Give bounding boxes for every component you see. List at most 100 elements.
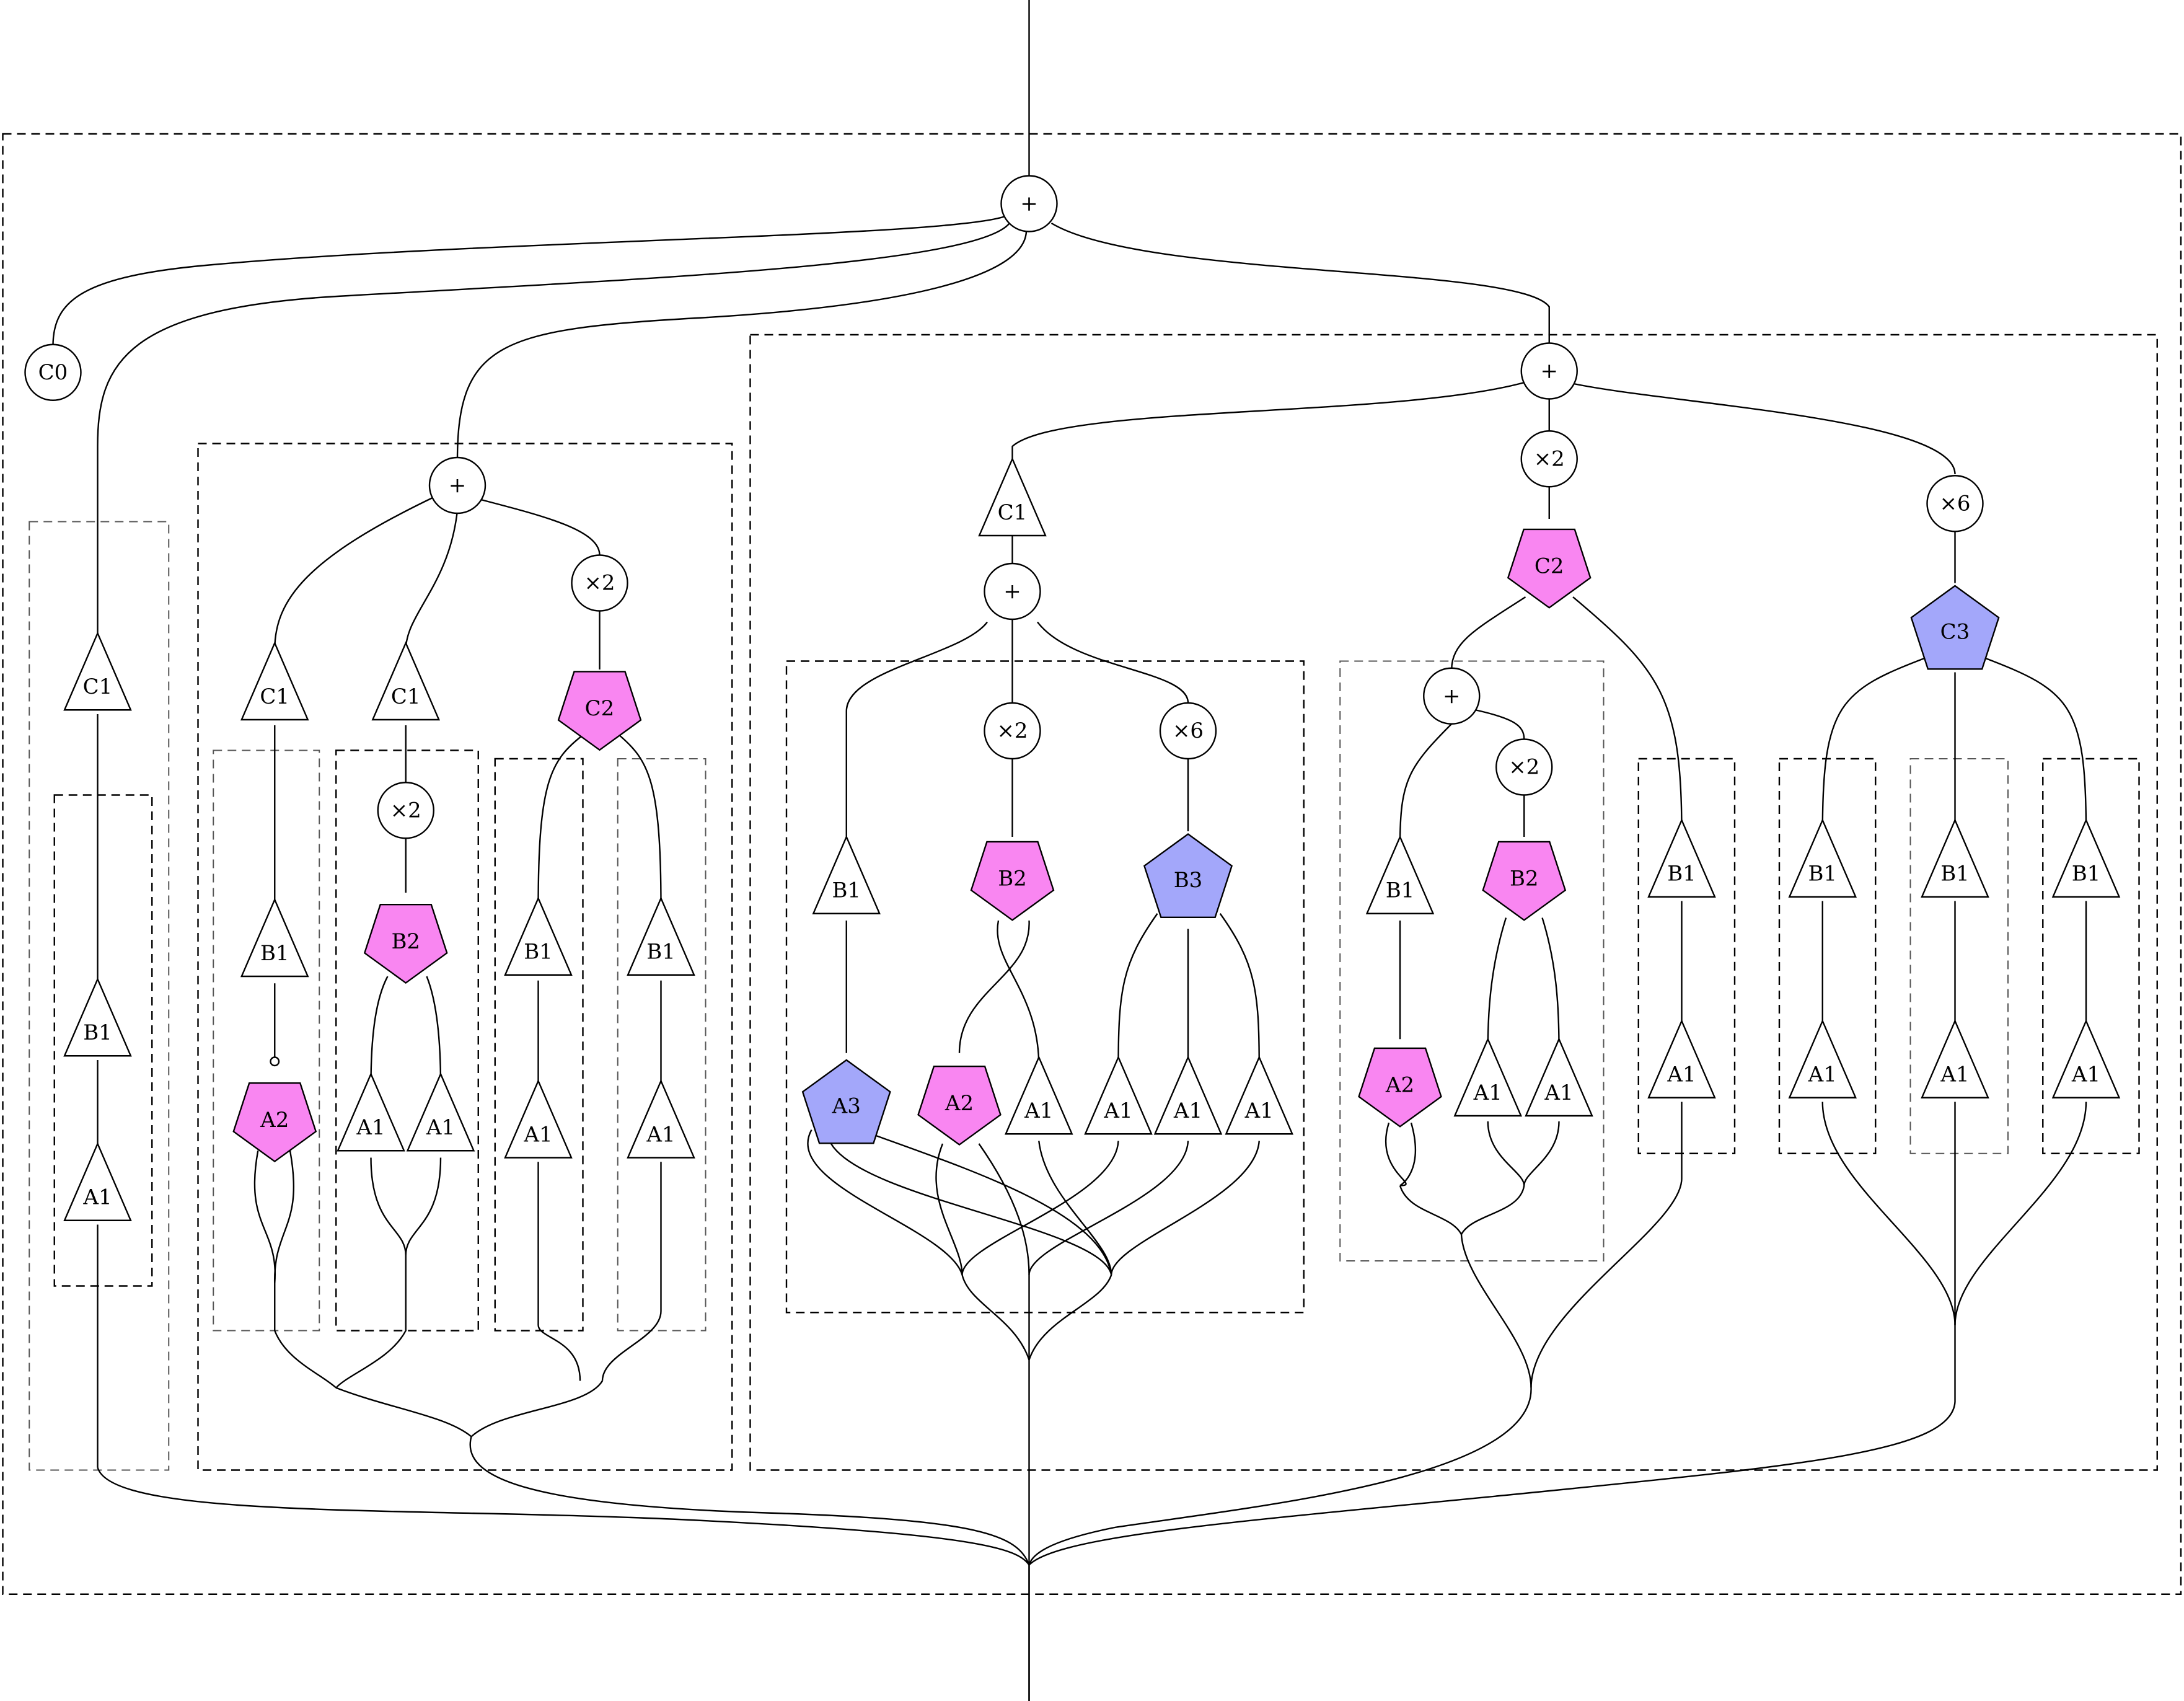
group-box — [1339, 660, 1605, 1261]
node-label: + — [1020, 192, 1038, 216]
wire — [336, 1255, 406, 1388]
node-s3-c1: C1 — [978, 457, 1047, 537]
node-s3-a2a: A2 — [917, 1065, 1002, 1146]
wire — [1052, 223, 1549, 346]
hexagon-shape — [1143, 833, 1233, 919]
node-label: A1 — [1667, 1063, 1696, 1087]
pentagon-shape — [557, 671, 642, 751]
node-label: ×6 — [1939, 491, 1970, 516]
hexagon-shape — [801, 1059, 891, 1144]
circle-shape — [1000, 175, 1058, 232]
wire — [539, 1162, 581, 1381]
node-s2-b1a: B1 — [240, 898, 309, 978]
group-box — [2042, 758, 2140, 1154]
wire — [1029, 1275, 1112, 1360]
circle-shape — [428, 456, 487, 515]
wire — [1573, 384, 1955, 474]
node-s2-a1d: A1 — [627, 1079, 695, 1159]
node-label: A1 — [646, 1122, 675, 1147]
node-label: A1 — [1103, 1098, 1132, 1123]
node-label: + — [1541, 359, 1559, 384]
pentagon-shape — [970, 841, 1055, 921]
wire — [1029, 1325, 1955, 1565]
wire — [1386, 1123, 1406, 1185]
node-s2-a2: A2 — [232, 1082, 317, 1163]
group-box — [2, 133, 2182, 1595]
wire — [427, 976, 441, 1085]
pentagon-shape — [1482, 841, 1567, 921]
node-label: C2 — [1535, 554, 1564, 579]
node-s2-a1b: A1 — [406, 1072, 475, 1152]
circle-shape — [1495, 738, 1553, 796]
wire — [1029, 1388, 1531, 1565]
wire — [53, 216, 1006, 346]
node-label: ×2 — [584, 571, 615, 596]
wire — [1488, 1121, 1525, 1186]
node-label: B1 — [646, 940, 676, 965]
node-s3-b2b: B2 — [1482, 841, 1567, 921]
node-label: B2 — [391, 929, 420, 954]
wire — [1531, 1102, 1682, 1388]
wire — [1400, 1123, 1416, 1185]
node-label: C3 — [1940, 619, 1970, 644]
wire — [1823, 1102, 1955, 1325]
wire — [962, 1275, 1029, 1360]
triangle-shape — [63, 1141, 132, 1221]
node-label: A1 — [1024, 1098, 1053, 1123]
node-s3-b1a: B1 — [812, 834, 881, 914]
circle-shape — [1159, 702, 1217, 760]
circle-shape — [984, 562, 1041, 621]
node-s2-a1a: A1 — [337, 1072, 405, 1152]
circle-shape — [1520, 342, 1578, 400]
node-label: A1 — [426, 1115, 455, 1140]
node-s2-c2: C2 — [557, 671, 642, 751]
node-label: B1 — [524, 940, 553, 965]
pentagon-shape — [1507, 528, 1592, 609]
node-label: B3 — [1174, 868, 1203, 893]
node-label: A2 — [944, 1091, 974, 1116]
wire — [1524, 1121, 1559, 1186]
wire — [275, 1151, 294, 1283]
node-s3-b3: B3 — [1143, 833, 1233, 919]
node-s3-c2: C2 — [1507, 528, 1592, 609]
wire — [1488, 918, 1506, 1049]
wire — [1573, 597, 1682, 831]
node-s3-a1f: A1 — [1525, 1037, 1593, 1117]
node-label: A1 — [1808, 1063, 1837, 1087]
circle-shape — [984, 702, 1041, 760]
node-s2-x2b: ×2 — [377, 782, 434, 839]
node-s3-a2b: A2 — [1358, 1047, 1442, 1128]
node-s3-x2c: ×2 — [1495, 738, 1553, 796]
node-s3-plus: + — [1520, 342, 1578, 400]
node-label: A1 — [1544, 1080, 1573, 1105]
node-s2-x2a: ×2 — [571, 554, 628, 612]
triangle-shape — [240, 898, 309, 978]
circle-shape — [1520, 430, 1578, 488]
triangle-shape — [1525, 1037, 1593, 1117]
circle-shape — [1423, 667, 1481, 725]
wire — [539, 735, 583, 907]
wire — [1543, 918, 1559, 1049]
node-label: A1 — [1940, 1063, 1969, 1087]
wire — [1476, 710, 1525, 739]
node-label: A1 — [2071, 1063, 2100, 1087]
triangle-shape — [2051, 818, 2121, 898]
wire — [371, 1158, 406, 1256]
circle-shape — [1926, 475, 1984, 532]
wire — [1461, 1186, 1524, 1235]
triangle-shape — [1153, 1055, 1223, 1135]
wire — [808, 1130, 962, 1275]
pentagon-shape — [1358, 1047, 1442, 1128]
node-s3-c3: C3 — [1910, 585, 2000, 670]
wires — [53, 0, 2087, 1701]
node-label: C1 — [391, 684, 421, 709]
wire — [1039, 1141, 1111, 1275]
triangle-shape — [1084, 1055, 1153, 1135]
triangle-shape — [504, 1079, 573, 1159]
wire — [1400, 724, 1451, 846]
wire — [1823, 658, 1924, 831]
wire — [1461, 1234, 1531, 1388]
triangle-shape — [406, 1072, 475, 1152]
